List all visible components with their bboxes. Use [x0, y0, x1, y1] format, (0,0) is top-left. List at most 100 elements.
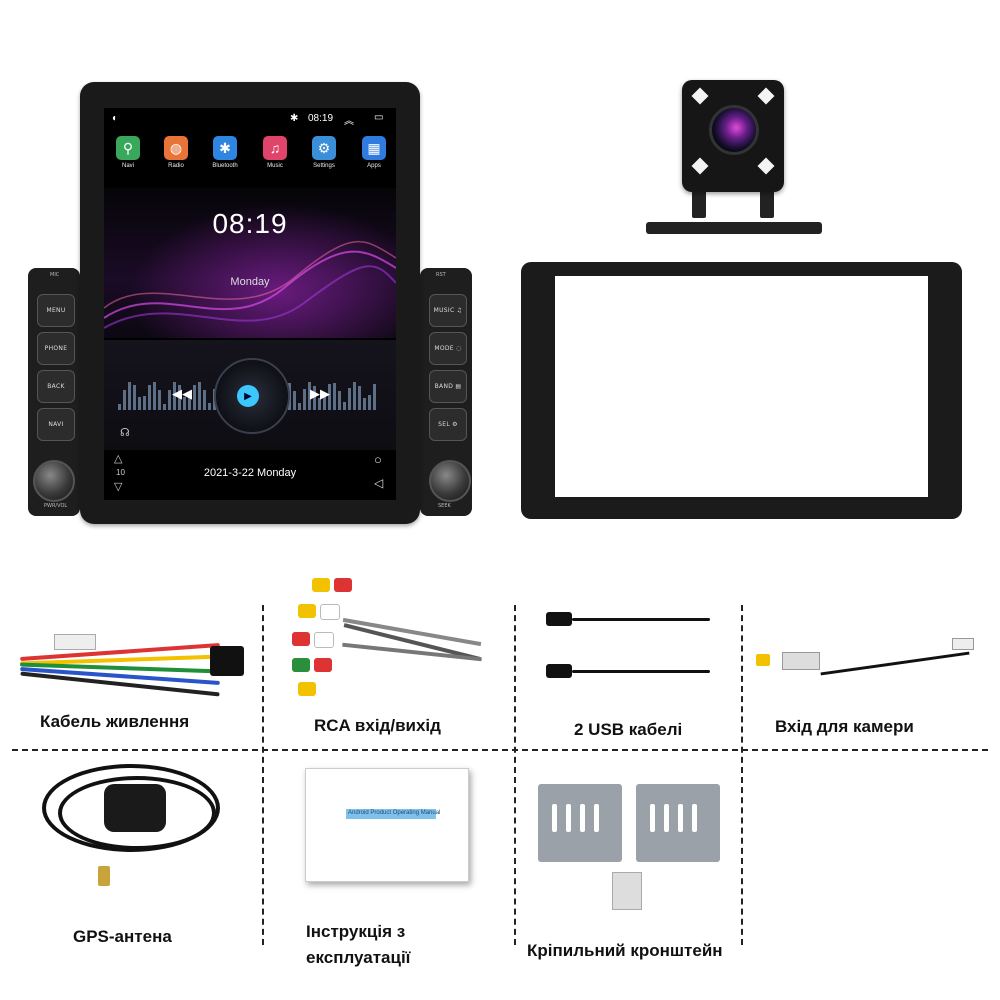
navigation-bar: △ 10 ▽ 2021-3-22 Monday ○ ◁ [104, 450, 396, 500]
equalizer-bar [353, 382, 356, 410]
app-radio[interactable]: ◍ Radio [156, 136, 196, 169]
led-icon [691, 157, 709, 175]
mode-button[interactable]: MODE ◌ [429, 332, 467, 365]
play-pause-icon[interactable]: ▶ [237, 385, 259, 407]
mounting-frame [521, 262, 962, 519]
equalizer-bar [143, 396, 146, 410]
equalizer-bar [363, 398, 366, 410]
music-icon: ♫ [263, 136, 287, 160]
equalizer-bar [333, 382, 336, 410]
home-circle-icon[interactable]: ○ [374, 452, 382, 467]
right-button-panel: RST MUSIC ♫ MODE ◌ BAND ▤ SEL ⚙ SEEK [420, 268, 472, 516]
phone-button[interactable]: PHONE [37, 332, 75, 365]
equalizer-bar [338, 391, 341, 410]
equalizer-bar [203, 390, 206, 410]
camera-input-label: Вхід для камери [775, 717, 914, 736]
volume-down-icon[interactable]: ▽ [114, 481, 123, 493]
status-time: 08:19 [308, 113, 334, 124]
rear-camera [682, 80, 784, 192]
window-icon[interactable]: ▭ [374, 112, 384, 123]
grid-divider-horizontal [12, 749, 988, 751]
app-apps[interactable]: ▦ Apps [354, 136, 394, 169]
equalizer-bar [358, 386, 361, 410]
rca-cable-image [282, 570, 492, 710]
equalizer-bar [148, 384, 151, 410]
equalizer-bar [168, 389, 171, 410]
equalizer-bar [153, 382, 156, 410]
expand-icon[interactable]: ︽ [344, 116, 354, 127]
volume-up-icon[interactable]: △ [114, 453, 123, 465]
equalizer-bar [163, 403, 166, 410]
head-unit-screen: ◐ ✱ 08:19 ︽ ▭ ⚲ Navi ◍ Radio ✱ Bluetooth… [104, 108, 396, 500]
volume-knob[interactable] [33, 460, 75, 502]
grid-divider-vertical [262, 605, 264, 945]
menu-button[interactable]: MENU [37, 294, 75, 327]
navi-button[interactable]: NAVI [37, 408, 75, 441]
next-track-icon[interactable]: ▶▶ [310, 386, 330, 401]
home-day: Monday [230, 276, 270, 288]
sel-button[interactable]: SEL ⚙ [429, 408, 467, 441]
equalizer-bar [368, 394, 371, 410]
back-triangle-icon[interactable]: ◁ [374, 476, 384, 490]
led-icon [757, 87, 775, 105]
camera-input-cable-image [756, 634, 980, 690]
wallpaper-wave [104, 188, 396, 338]
home-icon[interactable]: ◐ [112, 113, 119, 124]
equalizer-bar [343, 402, 346, 410]
led-icon [691, 87, 709, 105]
usb-label: 2 USB кабелі [574, 720, 683, 739]
volume-level: 10 [116, 468, 125, 477]
bluetooth-status-icon: ✱ [290, 113, 299, 124]
grid-divider-vertical [514, 605, 516, 945]
equalizer-bar [298, 402, 301, 410]
grid-divider-vertical [741, 605, 743, 945]
usb-cables-image [544, 606, 714, 698]
manual-cover-title: Android Product Operating Manual [348, 810, 441, 816]
app-label: Music [267, 163, 283, 169]
equalizer-bar [328, 384, 331, 410]
camera-bracket [646, 222, 822, 234]
manual-image: Android Product Operating Manual [305, 768, 469, 882]
seek-knob[interactable] [429, 460, 471, 502]
mounting-brackets-image [536, 780, 736, 915]
camera-mount [688, 186, 778, 218]
radio-icon: ◍ [164, 136, 188, 160]
equalizer-bar [193, 384, 196, 410]
manual-title-stripe [346, 809, 436, 819]
previous-track-icon[interactable]: ◀◀ [172, 386, 192, 401]
rca-label: RCA вхід/вихід [314, 716, 441, 735]
rst-label: RST [436, 272, 446, 278]
app-music[interactable]: ♫ Music [255, 136, 295, 169]
equalizer-bar [308, 382, 311, 410]
manual-label-line2: експлуатації [306, 948, 411, 967]
equalizer-bar [173, 382, 176, 410]
wave-graphic [104, 241, 396, 329]
equalizer-bar [208, 403, 211, 410]
back-button[interactable]: BACK [37, 370, 75, 403]
music-button[interactable]: MUSIC ♫ [429, 294, 467, 327]
equalizer-bar [323, 394, 326, 410]
bluetooth-icon: ✱ [213, 136, 237, 160]
app-label: Bluetooth [212, 163, 238, 169]
app-settings[interactable]: ⚙ Settings [304, 136, 344, 169]
equalizer-bar [123, 389, 126, 410]
equalizer-bar [318, 398, 321, 410]
seek-label: SEEK [438, 503, 451, 509]
settings-icon: ⚙ [312, 136, 336, 160]
status-bar: ◐ ✱ 08:19 ︽ ▭ [104, 108, 396, 130]
equalizer-bar [188, 395, 191, 410]
app-label: Radio [168, 163, 184, 169]
album-disc [214, 358, 290, 434]
led-icon [757, 157, 775, 175]
app-bluetooth[interactable]: ✱ Bluetooth [205, 136, 245, 169]
equalizer-bar [303, 388, 306, 410]
app-navi[interactable]: ⚲ Navi [108, 136, 148, 169]
bracket-label: Кріпильний кронштейн [527, 941, 723, 960]
power-harness-image [14, 628, 249, 698]
app-label: Apps [367, 163, 381, 169]
manual-label-line1: Інструкція з [306, 922, 406, 941]
band-button[interactable]: BAND ▤ [429, 370, 467, 403]
equalizer-bar [133, 385, 136, 410]
home-clock: 08:19 [212, 208, 288, 239]
equalizer-bar [138, 396, 141, 410]
